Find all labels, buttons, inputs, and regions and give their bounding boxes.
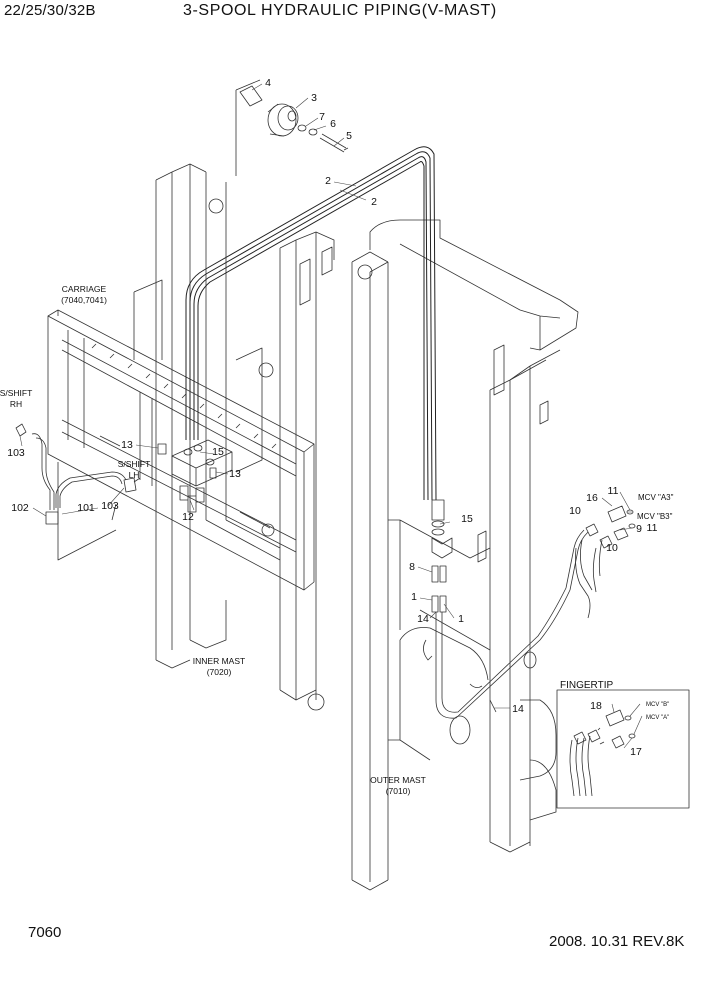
callout-102: 102 (11, 502, 29, 514)
callout-8: 8 (409, 561, 415, 573)
callout-6: 6 (330, 118, 336, 130)
callout-5: 5 (346, 130, 352, 142)
sideshift-hoses (15, 423, 141, 525)
carriage-label: CARRIAGE (62, 284, 107, 294)
callout-10-bottom: 10 (606, 542, 618, 554)
callout-13-right: 13 (229, 468, 241, 480)
leader-lines (19, 83, 643, 749)
mcv-hoses (575, 505, 636, 619)
callout-15-carriage: 15 (212, 446, 224, 458)
callout-11-top: 11 (608, 485, 619, 497)
callout-1-left: 1 (411, 591, 417, 603)
mast-hoses (185, 146, 437, 501)
revision-date: 2008. 10.31 REV.8K (549, 933, 685, 950)
callout-12: 12 (182, 511, 194, 523)
callout-101: 101 (77, 502, 95, 514)
inner-mast-drawing (133, 163, 335, 711)
callout-15-mast: 15 (461, 513, 473, 525)
port-label-mcv-b: MCV "B" (646, 702, 669, 708)
callout-14-left: 14 (417, 613, 429, 625)
inner-mast-ref: (7020) (207, 667, 232, 677)
fingertip-label: FINGERTIP (560, 680, 613, 691)
callout-17: 17 (630, 746, 642, 758)
callout-3: 3 (311, 92, 317, 104)
outer-mast-fittings (423, 499, 589, 719)
carriage-ref: (7040,7041) (61, 295, 107, 305)
callout-10-top: 10 (569, 505, 581, 517)
inner-mast-label: INNER MAST (193, 656, 245, 666)
outer-mast-label: OUTER MAST (370, 775, 426, 785)
outer-mast-ref: (7010) (386, 786, 411, 796)
callout-9: 9 (636, 523, 642, 535)
callout-13-left: 13 (121, 439, 133, 451)
callout-103-lh: 103 (101, 500, 119, 512)
carriage-drawing (47, 309, 315, 591)
callout-103-rh: 103 (7, 447, 25, 459)
callout-16: 16 (586, 492, 598, 504)
callout-11-bottom: 11 (647, 522, 658, 534)
port-label-mcv-a3: MCV "A3" (638, 493, 674, 502)
port-label-mcv-b3: MCV "B3" (637, 512, 673, 521)
sideshift-lh-label: S/SHIFT (118, 459, 151, 469)
callout-7: 7 (319, 111, 325, 123)
port-label-mcv-a: MCV "A" (646, 715, 669, 721)
model-number: 22/25/30/32B (4, 2, 96, 19)
manifold-block (157, 439, 233, 513)
callout-4: 4 (265, 77, 271, 89)
pulley-assembly (235, 79, 349, 176)
callout-1-right: 1 (458, 613, 464, 625)
sideshift-rh-label: S/SHIFT (0, 388, 32, 398)
sideshift-lh-side: LH (129, 470, 140, 480)
sideshift-rh-side: RH (10, 399, 22, 409)
callout-14-right: 14 (512, 703, 524, 715)
fingertip-detail (556, 689, 690, 809)
callout-2-lower: 2 (371, 196, 377, 208)
page-number: 7060 (28, 924, 62, 941)
callout-18: 18 (590, 700, 602, 712)
page-title: 3-SPOOL HYDRAULIC PIPING(V-MAST) (183, 2, 497, 19)
callout-2-upper: 2 (325, 175, 331, 187)
